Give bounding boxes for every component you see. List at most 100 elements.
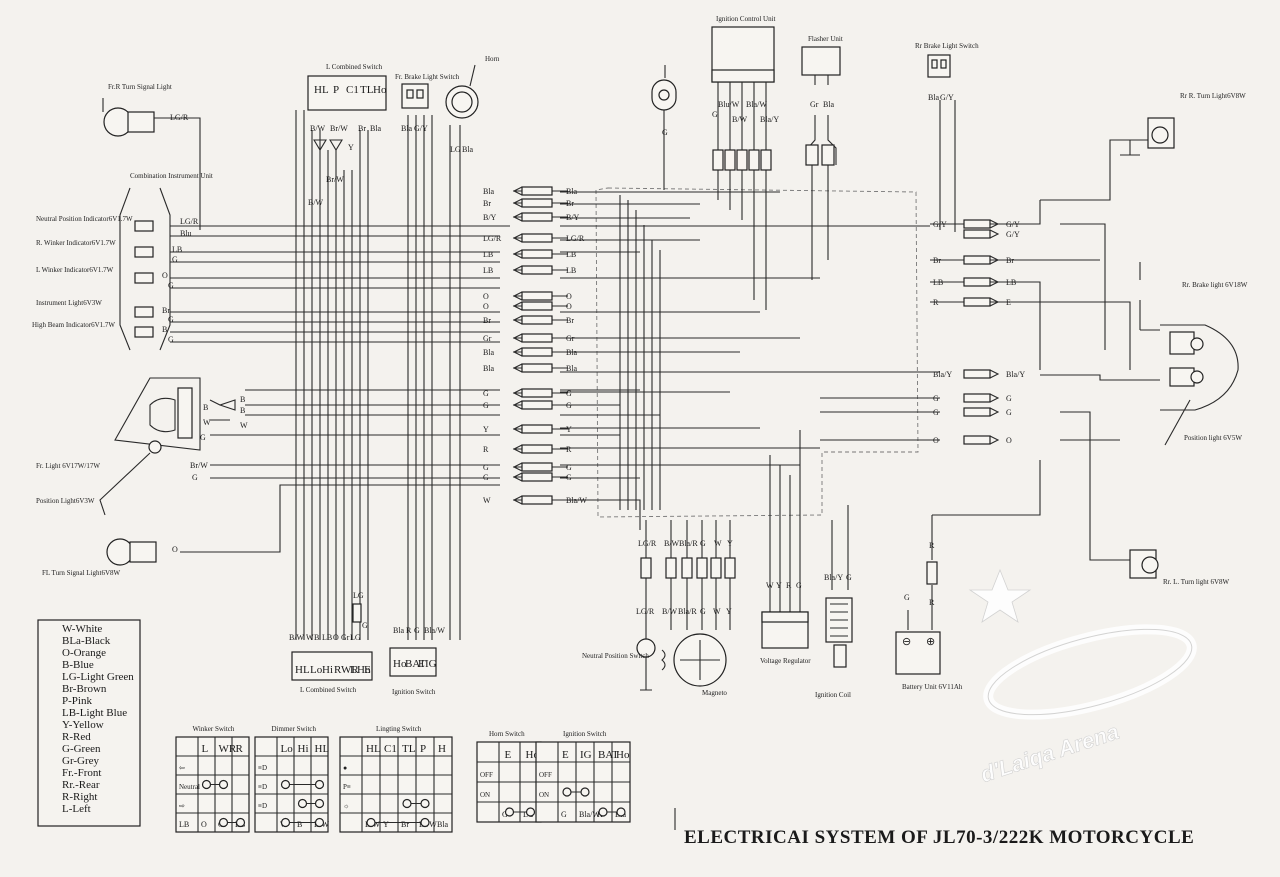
table-header-cell: L (202, 743, 209, 755)
table-header-cell: Hi (298, 743, 309, 755)
rear-connector-label-left: O (933, 436, 939, 445)
svg-text:⊕: ⊕ (926, 636, 935, 648)
table-row-label: ON (539, 791, 549, 799)
svg-text:Rr Brake Light Switch: Rr Brake Light Switch (915, 42, 979, 50)
table-header-cell: R (236, 743, 244, 755)
connector-wire-label-right: G (566, 389, 572, 398)
front-headlight: Fr. Light 6V17W/17W Position Light6V3W B… (36, 377, 248, 516)
svg-text:Bla/W: Bla/W (746, 100, 767, 109)
svg-text:P-Pink: P-Pink (62, 695, 92, 707)
connector-wire-label-right: R (566, 445, 572, 454)
rear-connector-block (963, 255, 991, 265)
svg-text:Bla/W: Bla/W (424, 626, 445, 635)
svg-text:Bla: Bla (401, 124, 413, 133)
svg-text:Fr.R Turn Signal Light: Fr.R Turn Signal Light (108, 83, 172, 91)
connector-block (521, 347, 553, 357)
svg-text:Horn: Horn (485, 55, 500, 63)
svg-text:Bla/Y: Bla/Y (824, 573, 843, 582)
connector-wire-label-right: LB (566, 266, 576, 275)
table-header-cell: E (562, 749, 569, 761)
table-row-label: ☼ (343, 802, 349, 810)
svg-text:Gr-Grey: Gr-Grey (62, 755, 100, 767)
table-title: Winker Switch (193, 725, 235, 733)
svg-text:W-White: W-White (62, 623, 102, 635)
svg-text:LG: LG (450, 145, 461, 154)
table-row-label: OFF (480, 771, 493, 779)
connector-wire-label-left: W (483, 496, 491, 505)
rear-connector-block (963, 229, 991, 239)
svg-text:Br/W: Br/W (330, 124, 348, 133)
svg-text:BAT: BAT (405, 658, 426, 670)
svg-text:Lo: Lo (310, 664, 323, 676)
connector-block (521, 249, 553, 259)
svg-text:Br: Br (162, 306, 170, 315)
svg-text:R: R (786, 581, 792, 590)
connector-wire-label-right: G (566, 401, 572, 410)
svg-text:Fr. Light 6V17W/17W: Fr. Light 6V17W/17W (36, 462, 100, 470)
table-row-label: ⇨ (179, 802, 185, 810)
table-header-cell: E (505, 749, 512, 761)
table-header-cell: C1 (384, 743, 397, 755)
svg-text:Neutral Position Indicator6V1.: Neutral Position Indicator6V1.7W (36, 215, 133, 223)
connector-block (521, 265, 553, 275)
svg-text:R-Red: R-Red (62, 731, 91, 743)
svg-text:G: G (904, 593, 910, 602)
svg-text:Magneto: Magneto (702, 689, 727, 697)
svg-text:IG: IG (425, 658, 437, 670)
svg-text:Position Light6V3W: Position Light6V3W (36, 497, 95, 505)
connector-wire-label-right: Bla (566, 348, 578, 357)
voltage-regulator: W Y R G Voltage Regulator (760, 430, 811, 665)
svg-text:HL: HL (295, 664, 310, 676)
combination-instrument-unit: Combination Instrument Unit Neutral Posi… (32, 172, 213, 351)
svg-text:LG-Light Green: LG-Light Green (62, 671, 134, 683)
table-row-label: ≡D (258, 764, 267, 772)
diagram-title: ELECTRICAI SYSTEM OF JL70-3/222K MOTORCY… (684, 827, 1194, 848)
svg-text:G/Y: G/Y (940, 93, 954, 102)
svg-text:Neutral Position Switch: Neutral Position Switch (582, 652, 649, 660)
svg-text:W: W (203, 418, 211, 427)
connector-block (521, 472, 553, 482)
connector-wire-label-left: Bla (483, 348, 495, 357)
table-header-cell: HL (315, 743, 330, 755)
table-footer-cell: O (201, 820, 207, 829)
table-title: Ignition Switch (563, 730, 607, 738)
svg-text:BLa-Black: BLa-Black (62, 635, 111, 647)
svg-text:P: P (333, 84, 339, 96)
fl-turn-signal-light: FL Turn Signal Light6V8W O (42, 538, 178, 577)
svg-text:Blu/W: Blu/W (718, 100, 740, 109)
table-footer-cell: Br (401, 820, 409, 829)
svg-text:G: G (662, 128, 668, 137)
svg-text:Y-Yellow: Y-Yellow (62, 719, 104, 731)
table-footer-cell: B (297, 820, 302, 829)
connector-wire-label-left: R (483, 445, 489, 454)
connector-block (521, 233, 553, 243)
fr-brake-light-switch: Fr. Brake Light Switch Bla G/Y (395, 73, 460, 133)
svg-text:FL Turn Signal Light6V8W: FL Turn Signal Light6V8W (42, 569, 121, 577)
connector-wire-label-left: Y (483, 425, 489, 434)
connector-wire-label-left: B/Y (483, 213, 497, 222)
table-header-cell: P (420, 743, 426, 755)
svg-text:Br/W: Br/W (190, 461, 208, 470)
connector-wire-label-left: Gr (483, 334, 492, 343)
svg-text:B-Blue: B-Blue (62, 659, 94, 671)
svg-text:Gr: Gr (341, 633, 350, 642)
svg-text:O: O (162, 271, 168, 280)
table-header-cell: Ho (616, 749, 630, 761)
connector-wire-label-right: Bla (566, 187, 578, 196)
svg-text:Flasher Unit: Flasher Unit (808, 35, 843, 43)
connector-block (521, 363, 553, 373)
svg-text:Ho: Ho (373, 84, 387, 96)
connector-wire-label-left: G (483, 389, 489, 398)
table-row-label: ON (480, 791, 490, 799)
